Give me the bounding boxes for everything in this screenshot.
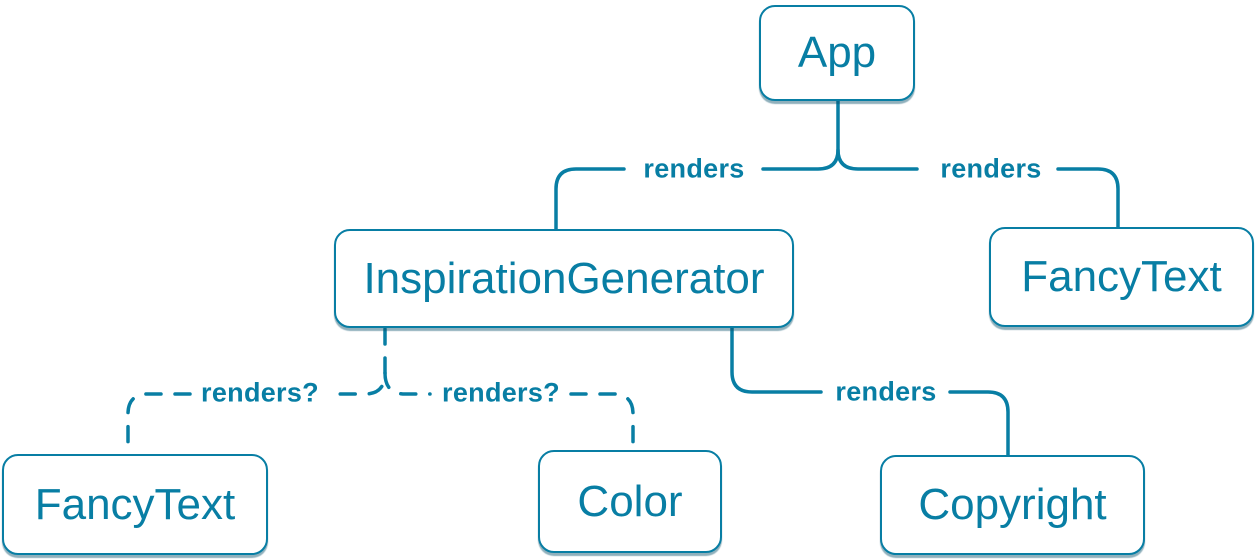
node-app-label: App [797,28,877,77]
node-inspiration-generator: InspirationGenerator [334,229,794,328]
edge-label-app-fancytext: renders [940,153,1042,184]
node-app: App [759,5,915,101]
edge-inspirationgenerator-copyright-segment-b [948,390,1010,457]
edge-label-inspirationgenerator-fancytext: renders? [201,377,319,408]
edge-inspirationgenerator-fancytext-segment-a [331,327,387,396]
node-color: Color [538,450,722,553]
node-color-label: Color [577,476,683,526]
node-fancy-text-bottom: FancyText [2,454,268,555]
node-fancy-text-top: FancyText [989,227,1254,327]
node-fancy-text-top-label: FancyText [1021,252,1222,301]
node-copyright: Copyright [880,455,1145,555]
node-copyright-label: Copyright [918,480,1107,529]
edge-inspirationgenerator-copyright-segment-a [730,326,823,394]
edge-label-inspirationgenerator-color: renders? [442,377,560,408]
edge-app-inspirationgenerator-segment-b [554,167,626,231]
edge-app-fancytext-segment-a [836,148,919,171]
edge-app-inspirationgenerator-segment-a [761,98,840,171]
edge-inspirationgenerator-color-segment-a [383,371,432,396]
edge-inspirationgenerator-fancytext-segment-b [126,392,192,456]
node-fancy-text-bottom-label: FancyText [34,479,236,529]
edge-inspirationgenerator-color-segment-b [569,392,635,452]
edge-label-app-inspirationgenerator: renders [643,153,745,184]
node-inspiration-generator-label: InspirationGenerator [363,253,765,303]
edge-label-inspirationgenerator-copyright: renders [835,376,937,407]
edge-app-fancytext-segment-b [1056,167,1120,229]
